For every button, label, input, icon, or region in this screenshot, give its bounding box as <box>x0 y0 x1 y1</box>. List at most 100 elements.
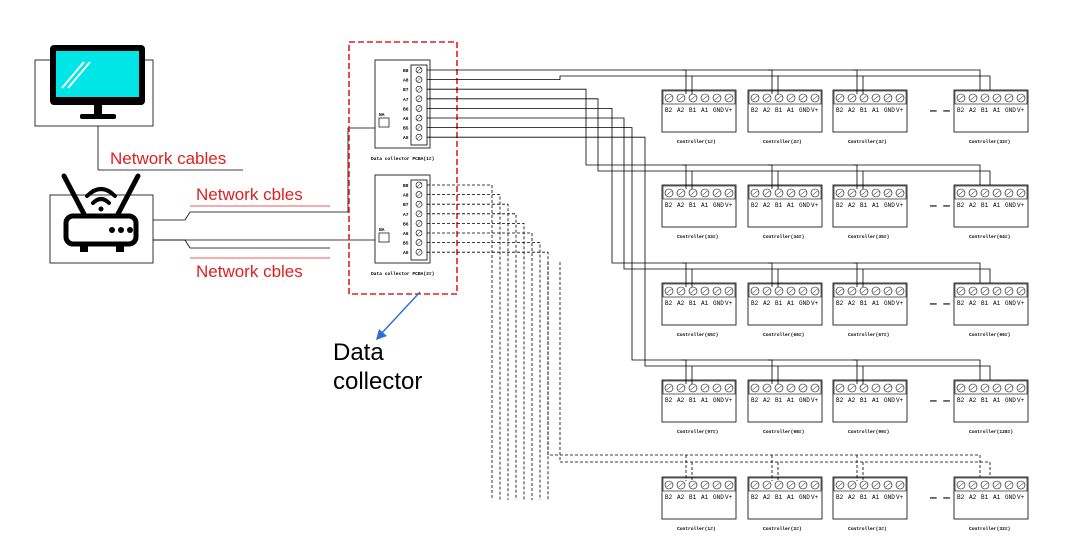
terminal-label: B1 <box>981 202 989 209</box>
collector-label: Data collector PCBA(1#) <box>371 156 434 162</box>
data-collector-label-line2: collector <box>333 368 422 395</box>
terminal-screw <box>724 93 734 103</box>
terminal-screw <box>847 93 857 103</box>
pin-label: A8 <box>403 78 409 84</box>
bus-wire <box>427 184 493 500</box>
pin-label: A8 <box>403 193 409 199</box>
controller-box <box>661 184 737 228</box>
terminal-label: B2 <box>751 494 759 501</box>
terminal-screw <box>968 286 978 296</box>
terminal-label: B1 <box>860 202 868 209</box>
terminal-screw <box>883 93 893 103</box>
terminal-label: V+ <box>1017 107 1025 114</box>
network-cables-label-1: Network cables <box>110 149 226 168</box>
controller-terminal-strip <box>833 90 907 105</box>
terminal-label: A1 <box>993 494 1001 501</box>
network-port <box>378 117 390 128</box>
bus-wire <box>768 69 773 94</box>
terminal-label: A2 <box>969 107 977 114</box>
terminal-screw <box>859 480 869 490</box>
terminal-label: A2 <box>763 300 771 307</box>
terminal-label: GND <box>713 107 724 114</box>
terminal-screw <box>980 480 990 490</box>
terminal-block <box>410 179 428 261</box>
terminal-screw <box>859 286 869 296</box>
terminal-label: A1 <box>701 494 709 501</box>
terminal-label: A2 <box>677 494 685 501</box>
collector-board <box>374 174 431 264</box>
controller-terminal-strip <box>748 90 822 105</box>
terminal-label: V+ <box>1017 202 1025 209</box>
terminal-screw <box>968 188 978 198</box>
terminal-screw <box>750 188 760 198</box>
terminal-screw <box>956 188 966 198</box>
controller-box <box>953 476 1029 520</box>
controller-terminal-strip <box>954 185 1028 200</box>
terminal-screw <box>712 383 722 393</box>
terminal-screw <box>664 383 674 393</box>
terminal-screw <box>835 286 845 296</box>
controller-label: Controller(1#) <box>677 526 716 532</box>
pin-label: A5 <box>403 250 409 256</box>
terminal-label: B1 <box>775 494 783 501</box>
terminal-label: GND <box>1005 494 1016 501</box>
terminal-label: B1 <box>775 202 783 209</box>
controller-box <box>953 379 1029 423</box>
terminal-screw <box>1004 286 1014 296</box>
terminal-screw <box>847 188 857 198</box>
bus-wire <box>853 262 858 287</box>
controller-terminal-strip <box>662 380 736 395</box>
controller-label: Controller(66#) <box>763 332 804 338</box>
terminal-label: A2 <box>763 202 771 209</box>
terminal-label: A1 <box>872 397 880 404</box>
terminal-screw <box>688 480 698 490</box>
terminal-screw <box>700 286 710 296</box>
terminal-screw <box>762 286 772 296</box>
terminal-screw <box>786 188 796 198</box>
terminal-screw <box>724 480 734 490</box>
terminal-screw <box>992 188 1002 198</box>
terminal-screw <box>883 480 893 490</box>
terminal-screw <box>798 383 808 393</box>
terminal-screw <box>980 286 990 296</box>
pin-label: A7 <box>403 97 409 103</box>
terminal-screw <box>883 286 893 296</box>
terminal-screw <box>895 480 905 490</box>
controller-terminal-strip <box>833 185 907 200</box>
terminal-label: GND <box>884 300 895 307</box>
terminal-label: A1 <box>787 494 795 501</box>
terminal-label: A1 <box>993 397 1001 404</box>
bus-wire <box>427 213 517 500</box>
terminal-screw <box>835 93 845 103</box>
controller-label: Controller(32#) <box>969 139 1010 145</box>
ellipsis: — — <box>929 201 950 213</box>
terminal-label: B1 <box>981 494 989 501</box>
terminal-label: A1 <box>701 107 709 114</box>
controller-terminal-strip <box>748 380 822 395</box>
pin-screw <box>415 229 423 237</box>
terminal-screw <box>1004 480 1014 490</box>
terminal-label: V+ <box>811 300 819 307</box>
terminal-label: A2 <box>848 300 856 307</box>
controller-box <box>953 184 1029 228</box>
terminal-label: A2 <box>677 202 685 209</box>
terminal-label: GND <box>1005 300 1016 307</box>
terminal-label: A1 <box>993 202 1001 209</box>
terminal-label: B2 <box>751 107 759 114</box>
terminal-label: V+ <box>725 397 733 404</box>
pin-screw <box>415 191 423 198</box>
bus-wire <box>427 242 541 500</box>
terminal-label: V+ <box>811 494 819 501</box>
controller-label: Controller(33#) <box>677 234 718 240</box>
controller-terminal-strip <box>954 283 1028 298</box>
controller-label: Controller(1#) <box>677 139 716 145</box>
terminal-label: V+ <box>896 107 904 114</box>
controller-label: Controller(34#) <box>763 234 804 240</box>
terminal-label: B1 <box>981 107 989 114</box>
terminal-screw <box>810 480 820 490</box>
